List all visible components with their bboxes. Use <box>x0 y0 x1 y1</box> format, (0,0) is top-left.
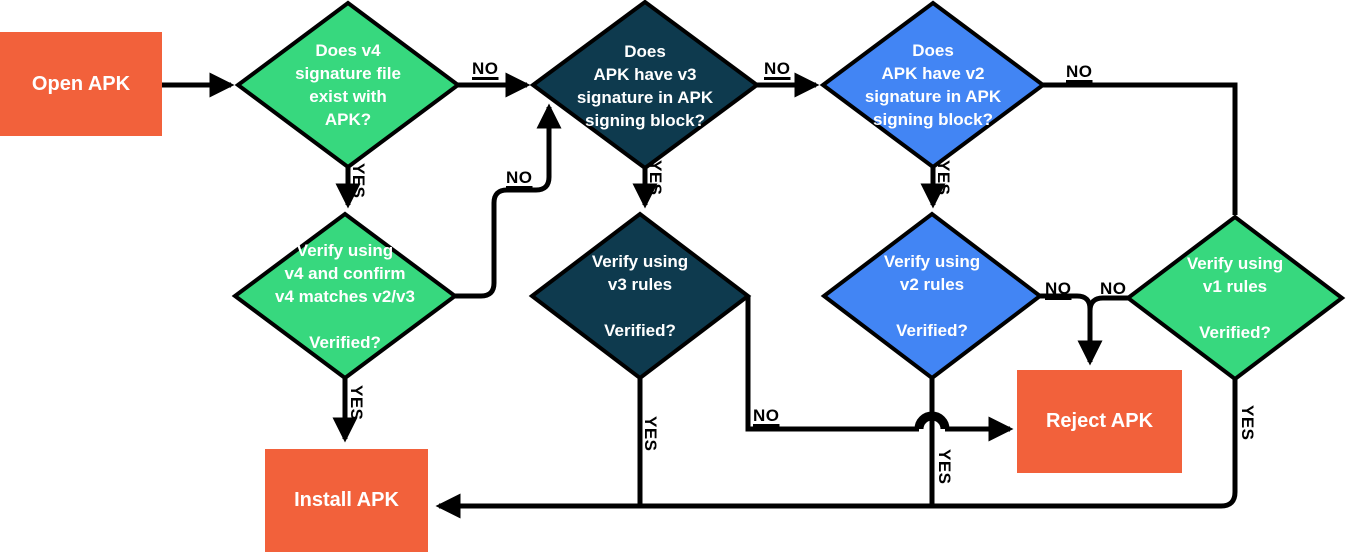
install-box-shape <box>265 449 428 552</box>
edge-v4verify-no-curve-arrow <box>455 103 562 299</box>
decision-v3-block-shape <box>529 0 761 171</box>
edge-v1verify-no-curve <box>1087 295 1128 312</box>
decision-v3-verify-shape <box>528 211 752 381</box>
start-box-shape <box>0 32 162 136</box>
edge-to-install-arrow <box>435 379 1238 519</box>
decision-v4-verify-shape <box>231 211 459 381</box>
edge-v2block-no-elbow <box>1043 82 1238 215</box>
decision-v2-verify-shape <box>820 211 1044 381</box>
edge-v2verify-no-arrow <box>1040 293 1103 366</box>
decision-v4-exists-shape <box>234 0 462 170</box>
edge-crossing-hop <box>914 411 950 430</box>
decision-v1-verify-shape <box>1124 214 1346 382</box>
edges-group <box>162 72 1238 519</box>
reject-box-shape <box>1017 370 1182 473</box>
edge-v3verify-no-elbow <box>745 296 919 432</box>
decision-v2-block-shape <box>819 0 1047 170</box>
